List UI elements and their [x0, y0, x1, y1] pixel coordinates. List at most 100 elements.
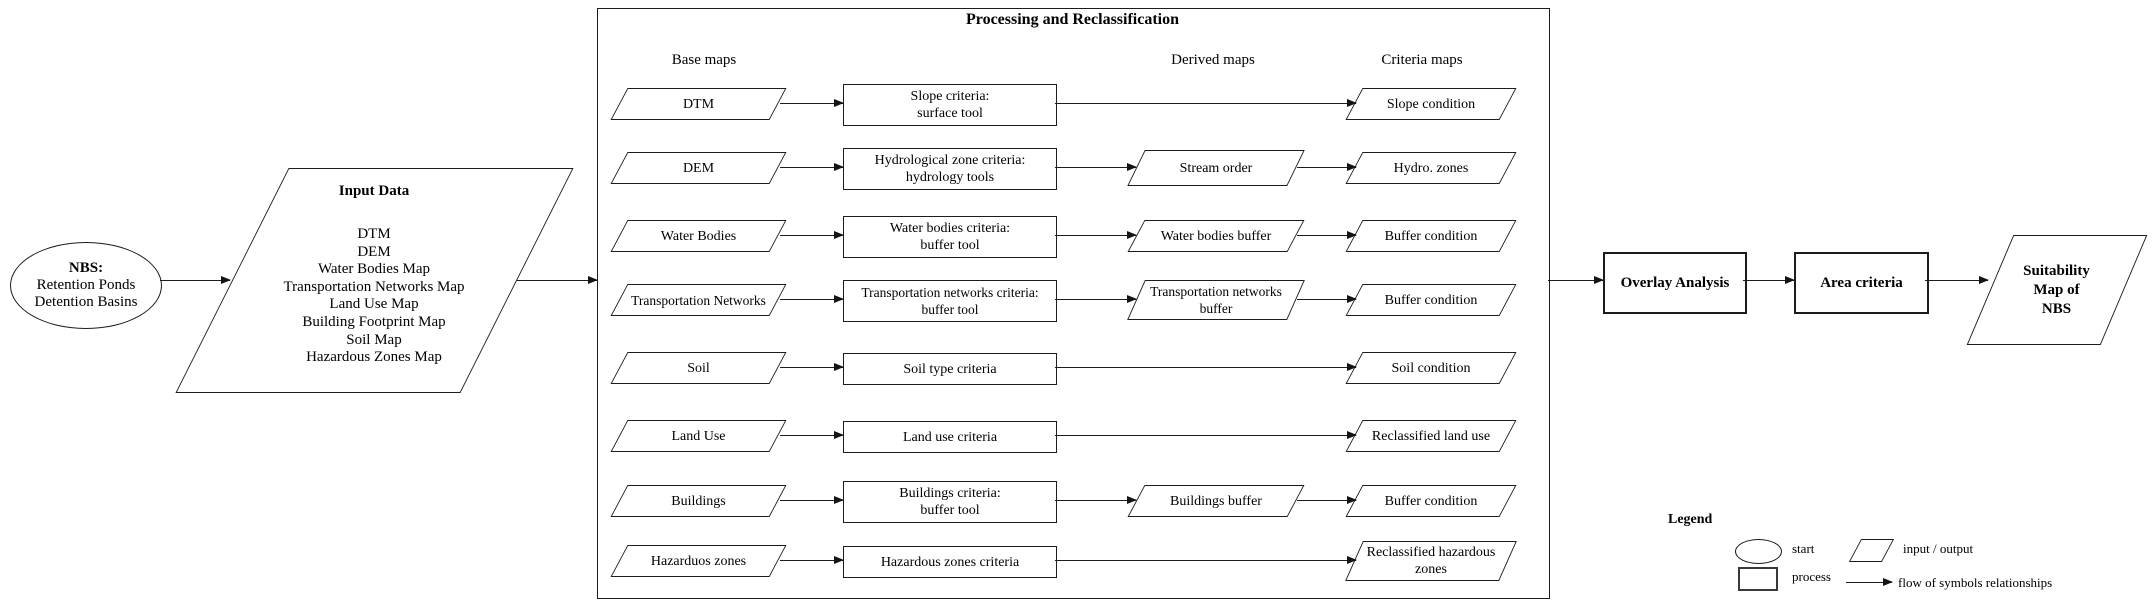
arrowhead-icon [588, 275, 598, 284]
node-label: Soil type criteria [903, 361, 997, 377]
start-line: Retention Ponds [36, 277, 136, 293]
input-item: Transportation Networks Map [283, 278, 465, 295]
node-label: Water Bodies [660, 228, 737, 244]
node-label: DEM [682, 160, 715, 176]
process-node-water-bodies-criteria: Water bodies criteria: buffer tool [843, 216, 1057, 258]
column-header-base-maps: Base maps [671, 52, 737, 68]
arrowhead-icon [1127, 294, 1137, 303]
arrowhead-icon [834, 98, 844, 107]
input-data-parallelogram: Input Data DTM DEM Water Bodies Map Tran… [174, 168, 574, 393]
flow-arrow [780, 430, 844, 439]
input-data-title: Input Data [338, 183, 410, 199]
criteria-node-buffer-condition: Buffer condition [1345, 284, 1517, 316]
flow-arrow [1297, 230, 1357, 239]
legend-flow-arrow-icon [1846, 577, 1893, 586]
criteria-node-reclassified-land-use: Reclassified land use [1345, 420, 1517, 452]
base-node-hazardous-zones: Hazarduos zones [610, 545, 787, 577]
start-line: Detention Basins [34, 294, 138, 310]
process-node-buildings-criteria: Buildings criteria: buffer tool [843, 481, 1057, 523]
process-node-soil-type-criteria: Soil type criteria [843, 353, 1057, 385]
node-label: Reclassified hazardous zones [1366, 545, 1496, 577]
criteria-node-slope-condition: Slope condition [1345, 88, 1517, 120]
flow-arrow [1297, 294, 1357, 303]
flow-arrow [780, 362, 844, 371]
arrowhead-icon [1347, 98, 1357, 107]
legend-flow-label: flow of symbols relationships [1898, 575, 2053, 590]
flow-arrow [160, 275, 231, 284]
arrowhead-icon [834, 294, 844, 303]
node-label: Buildings [671, 493, 726, 509]
input-item: Hazardous Zones Map [306, 349, 442, 366]
node-label: Overlay Analysis [1620, 274, 1730, 291]
legend-start-label: start [1792, 541, 1815, 556]
legend-process-rect-icon [1738, 567, 1778, 591]
flow-arrow [1055, 162, 1137, 171]
process-node-slope-criteria: Slope criteria: surface tool [843, 84, 1057, 126]
node-label: Transportation networks buffer [1150, 284, 1282, 316]
derived-node-stream-order: Stream order [1127, 150, 1305, 186]
input-item: Water Bodies Map [317, 261, 431, 278]
node-label: Hazarduos zones [650, 553, 747, 569]
node-label: Area criteria [1820, 274, 1903, 291]
node-label: Slope criteria: surface tool [910, 89, 990, 121]
flow-arrow [1743, 275, 1795, 284]
base-node-soil: Soil [610, 352, 787, 384]
flow-arrow [1055, 430, 1357, 439]
arrowhead-icon [834, 162, 844, 171]
legend-start-ellipse-icon [1735, 539, 1782, 564]
arrowhead-icon [1594, 275, 1604, 284]
flow-arrow [1055, 230, 1137, 239]
node-label: Hydro. zones [1393, 160, 1469, 176]
node-label: Buildings buffer [1170, 493, 1262, 509]
processing-section-title: Processing and Reclassification [965, 11, 1180, 28]
node-label: Slope condition [1386, 96, 1476, 112]
base-node-land-use: Land Use [610, 420, 787, 452]
legend-input-output-parallelogram-icon [1848, 539, 1895, 562]
flow-arrow [1055, 98, 1357, 107]
criteria-node-buffer-condition: Buffer condition [1345, 485, 1517, 517]
node-label: Water bodies buffer [1160, 228, 1272, 244]
derived-node-transportation-buffer: Transportation networks buffer [1127, 280, 1305, 320]
process-node-hazardous-zones-criteria: Hazardous zones criteria [843, 546, 1057, 578]
node-label: Water bodies criteria: buffer tool [889, 221, 1011, 253]
node-label: Transportation Networks [631, 292, 766, 308]
start-title: NBS: [68, 260, 104, 276]
arrowhead-icon [1127, 230, 1137, 239]
arrowhead-icon [1127, 495, 1137, 504]
node-label: Buffer condition [1384, 493, 1478, 509]
flow-arrow [1055, 294, 1137, 303]
flow-arrow [780, 162, 844, 171]
node-label: Stream order [1179, 160, 1253, 176]
flow-arrow [1925, 275, 1989, 284]
base-node-buildings: Buildings [610, 485, 787, 517]
flow-arrow [1548, 275, 1604, 284]
arrowhead-icon [1785, 275, 1795, 284]
arrowhead-icon [1347, 294, 1357, 303]
base-node-water-bodies: Water Bodies [610, 220, 787, 252]
criteria-node-hydro-zones: Hydro. zones [1345, 152, 1517, 184]
node-label: DTM [682, 96, 715, 112]
derived-node-water-bodies-buffer: Water bodies buffer [1127, 220, 1305, 252]
base-node-dtm: DTM [610, 88, 787, 120]
arrowhead-icon [1883, 577, 1893, 586]
criteria-node-reclassified-hazardous-zones: Reclassified hazardous zones [1345, 541, 1517, 581]
flow-arrow [780, 555, 844, 564]
input-item: Land Use Map [329, 296, 419, 313]
input-item: Soil Map [346, 331, 402, 348]
base-node-transportation-networks: Transportation Networks [610, 284, 787, 316]
node-label: Hydrological zone criteria: hydrology to… [874, 153, 1026, 185]
flow-arrow [1055, 495, 1137, 504]
legend-input-output-label: input / output [1903, 541, 1974, 556]
arrowhead-icon [1347, 362, 1357, 371]
node-label: Buffer condition [1384, 292, 1478, 308]
flow-arrow [1297, 495, 1357, 504]
arrowhead-icon [834, 362, 844, 371]
process-node-land-use-criteria: Land use criteria [843, 421, 1057, 453]
legend-process-label: process [1792, 569, 1831, 584]
legend-title: Legend [1668, 512, 1713, 527]
input-item: DTM [357, 226, 391, 242]
node-label: Suitability Map of NBS [2023, 262, 2090, 317]
node-label: Reclassified land use [1371, 428, 1491, 444]
processing-section-box [597, 8, 1550, 599]
